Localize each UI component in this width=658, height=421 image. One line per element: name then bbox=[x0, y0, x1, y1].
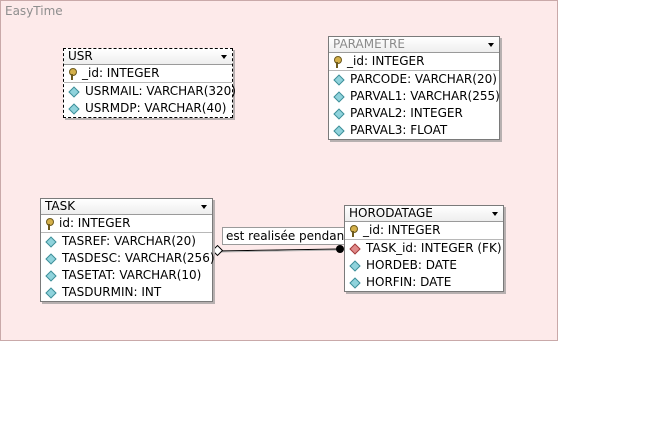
primary-key-row[interactable]: _id: INTEGER bbox=[345, 222, 503, 240]
field-row[interactable]: PARVAL1: VARCHAR(255) bbox=[329, 88, 500, 105]
entity-task-title: TASK bbox=[45, 199, 76, 213]
field-row[interactable]: PARVAL2: INTEGER bbox=[329, 105, 499, 122]
field-label: TASETAT: VARCHAR(10) bbox=[62, 268, 202, 282]
field-row[interactable]: USRMAIL: VARCHAR(320) bbox=[64, 83, 236, 100]
relationship-many-end-dot bbox=[336, 245, 344, 253]
field-label: _id: INTEGER bbox=[347, 54, 425, 68]
entity-horodatage-title: HORODATAGE bbox=[349, 206, 433, 220]
field-label: TASDURMIN: INT bbox=[62, 285, 162, 299]
entity-task-header[interactable]: TASK bbox=[41, 199, 212, 215]
entity-usr[interactable]: USR _id: INTEGER USRMAIL: VARCHAR(320) U… bbox=[63, 48, 236, 118]
chevron-down-icon[interactable] bbox=[488, 43, 494, 47]
field-row[interactable]: HORDEB: DATE bbox=[345, 257, 503, 274]
field-row[interactable]: TASREF: VARCHAR(20) bbox=[41, 233, 212, 250]
key-icon bbox=[333, 55, 342, 68]
field-label: HORFIN: DATE bbox=[366, 275, 452, 289]
field-row[interactable]: TASETAT: VARCHAR(10) bbox=[41, 267, 212, 284]
field-icon bbox=[45, 252, 57, 265]
field-label: PARVAL2: INTEGER bbox=[350, 106, 463, 120]
primary-key-row[interactable]: id: INTEGER bbox=[41, 215, 212, 233]
field-label: _id: INTEGER bbox=[82, 66, 160, 80]
field-icon bbox=[45, 235, 57, 248]
key-icon bbox=[45, 217, 54, 230]
field-row[interactable]: PARCODE: VARCHAR(20) bbox=[329, 71, 499, 88]
relationship-one-end-diamond bbox=[211, 244, 224, 257]
entity-task[interactable]: TASK id: INTEGER TASREF: VARCHAR(20) TAS… bbox=[40, 198, 215, 302]
field-icon bbox=[333, 124, 345, 137]
field-label: _id: INTEGER bbox=[363, 223, 441, 237]
entity-horodatage[interactable]: HORODATAGE _id: INTEGER TASK_id: INTEGER… bbox=[344, 205, 504, 292]
field-label: TASREF: VARCHAR(20) bbox=[62, 234, 196, 248]
foreign-key-row[interactable]: TASK_id: INTEGER (FK) bbox=[345, 240, 503, 257]
field-label: HORDEB: DATE bbox=[366, 258, 457, 272]
entity-parametre[interactable]: PARAMETRE _id: INTEGER PARCODE: VARCHAR(… bbox=[328, 36, 500, 140]
field-icon bbox=[68, 102, 80, 115]
primary-key-row[interactable]: _id: INTEGER bbox=[329, 53, 499, 71]
field-label: TASDESC: VARCHAR(256) bbox=[62, 251, 215, 265]
diagram-title: EasyTime bbox=[5, 4, 63, 18]
entity-usr-header[interactable]: USR bbox=[64, 49, 232, 65]
field-label: TASK_id: INTEGER (FK) bbox=[366, 241, 502, 255]
entity-horodatage-header[interactable]: HORODATAGE bbox=[345, 206, 503, 222]
field-row[interactable]: TASDURMIN: INT bbox=[41, 284, 212, 301]
field-label: PARCODE: VARCHAR(20) bbox=[350, 72, 497, 86]
field-icon bbox=[45, 286, 57, 299]
field-icon bbox=[333, 90, 345, 103]
field-row[interactable]: TASDESC: VARCHAR(256) bbox=[41, 250, 215, 267]
chevron-down-icon[interactable] bbox=[221, 55, 227, 59]
field-row[interactable]: HORFIN: DATE bbox=[345, 274, 503, 291]
field-icon bbox=[45, 269, 57, 282]
field-icon bbox=[349, 259, 361, 272]
field-row[interactable]: USRMDP: VARCHAR(40) bbox=[64, 100, 232, 117]
chevron-down-icon[interactable] bbox=[492, 212, 498, 216]
relationship-label[interactable]: est realisée pendant bbox=[222, 227, 353, 245]
field-icon bbox=[333, 73, 345, 86]
relationship-connector bbox=[217, 248, 340, 252]
field-icon bbox=[68, 85, 80, 98]
relationship-connector-shadow bbox=[217, 249, 340, 253]
field-icon bbox=[333, 107, 345, 120]
field-label: USRMAIL: VARCHAR(320) bbox=[85, 84, 236, 98]
key-icon bbox=[349, 224, 358, 237]
chevron-down-icon[interactable] bbox=[201, 205, 207, 209]
field-label: PARVAL1: VARCHAR(255) bbox=[350, 89, 500, 103]
entity-parametre-title: PARAMETRE bbox=[333, 37, 405, 51]
field-label: USRMDP: VARCHAR(40) bbox=[85, 101, 227, 115]
field-label: id: INTEGER bbox=[59, 216, 131, 230]
key-icon bbox=[68, 67, 77, 80]
foreign-key-icon bbox=[349, 242, 361, 255]
primary-key-row[interactable]: _id: INTEGER bbox=[64, 65, 232, 83]
field-icon bbox=[349, 276, 361, 289]
field-label: PARVAL3: FLOAT bbox=[350, 123, 448, 137]
field-row[interactable]: PARVAL3: FLOAT bbox=[329, 122, 499, 139]
entity-parametre-header[interactable]: PARAMETRE bbox=[329, 37, 499, 53]
entity-usr-title: USR bbox=[68, 49, 93, 63]
